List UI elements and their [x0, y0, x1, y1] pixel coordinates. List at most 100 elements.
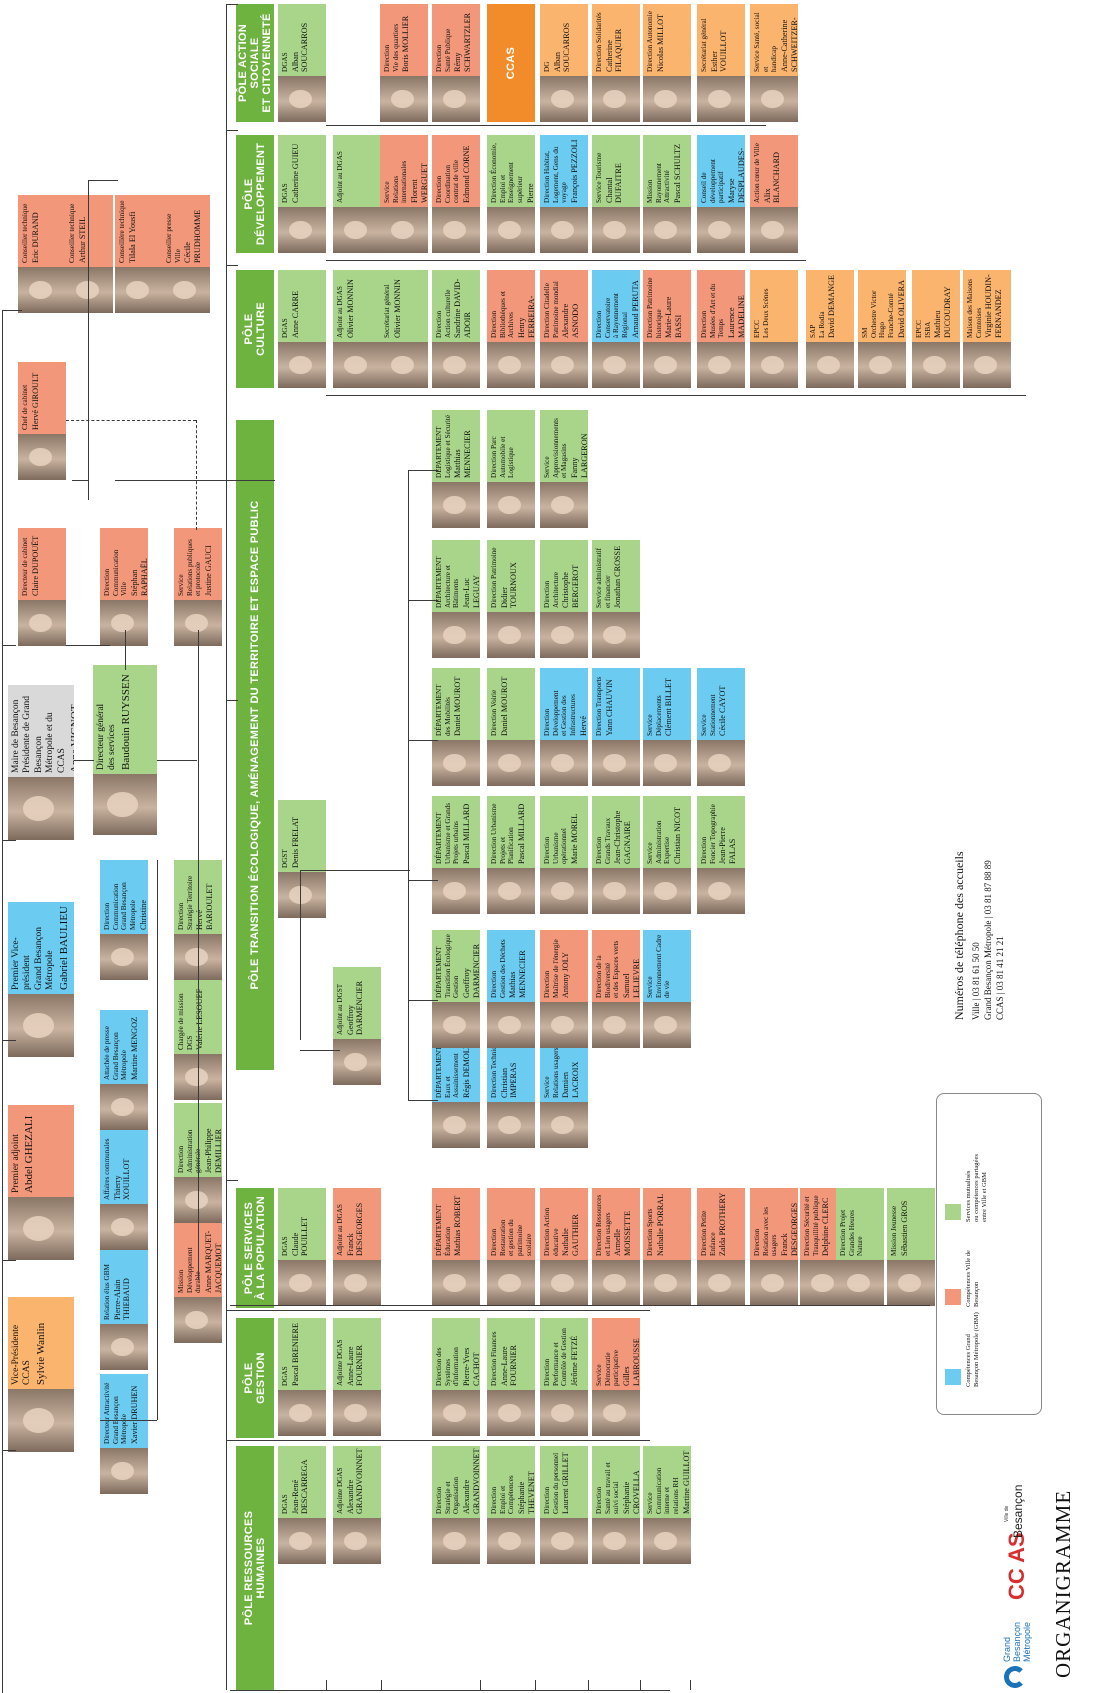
card-label: Maire de Besançon Présidente de Grand Be… [11, 695, 67, 773]
card-label: Direction Gestion des Déchets [490, 939, 507, 998]
card-label: Directeur de cabinet [21, 537, 29, 596]
portrait-photo [963, 342, 1011, 388]
portrait-photo [100, 1204, 148, 1250]
portrait-photo [65, 267, 113, 313]
card-label: DGAS [281, 183, 289, 203]
card-label: Service Communication interne et relatio… [646, 1467, 680, 1514]
portrait-photo [887, 1260, 935, 1306]
card-label: Direction Autonomie [646, 11, 654, 72]
card-person-name: Yann CHAUVIN [604, 679, 614, 736]
card-label: Direction Bibliothèques et Archives [490, 291, 516, 338]
card-label: Direction des Systèmes d'information [435, 1347, 461, 1386]
card-person-name: Jérôme FETZÉ [569, 1335, 579, 1386]
portrait-photo [100, 1084, 148, 1130]
card-person-name: Sandrine DAVID-ADOIR [453, 278, 473, 338]
portrait-photo [100, 600, 148, 646]
card-label: Direction Musées d'Art et du Temps [700, 283, 726, 338]
card-label: Secrétariat général [700, 18, 708, 72]
dashed-connector [66, 420, 196, 421]
card-label: Direction Santé au travail et suivi soci… [595, 1462, 621, 1514]
connector-line [2, 1260, 16, 1261]
card-label: Vice-Présidente CCAS [11, 1324, 33, 1385]
card-attpresse: Attachée de presse Grand Besançon Métrop… [100, 1010, 148, 1130]
card-person-name: Maryse DESPLAUDES-MEUDRE [726, 147, 745, 203]
card-label: DGAS [281, 1366, 289, 1386]
connector-line [100, 1420, 157, 1421]
connector-line [230, 1690, 670, 1691]
card-person-name: Mathieu DUCOUDRAY [933, 286, 953, 338]
connector-line [125, 630, 126, 670]
card-person-name: Nicolas MILLOT [655, 14, 665, 72]
connector-line [300, 870, 301, 1040]
card-sp_9: Direction Projet Grandes Heures Nature [836, 1188, 884, 1306]
pole-header-action_sociale: PÔLE ACTION SOCIALE ET CITOYENNETÉ [236, 4, 274, 122]
card-person-name: Alban SOUCARROS [552, 22, 572, 72]
portrait-photo [750, 1260, 798, 1306]
card-label: Direction Action culturelle [435, 289, 452, 339]
portrait-photo [540, 1518, 588, 1564]
card-tr_f2: Direction Parc Automobile et Logistique [487, 410, 535, 528]
connector-line [226, 130, 238, 131]
card-tr_b1: DÉPARTEMENT Transition Écologique Gestio… [432, 930, 480, 1048]
card-label: Direction Finances [490, 1331, 498, 1387]
card-person-name: Anne MARQUET-JACQUEMOT [203, 1230, 222, 1293]
pole-header-transition: PÔLE TRANSITION ÉCOLOGIQUE, AMÉNAGEMENT … [236, 420, 274, 1070]
portrait-photo [432, 1102, 480, 1148]
portrait-photo [643, 1002, 691, 1048]
card-person-name: Daniel MOUROT [453, 676, 463, 736]
card-person-name: Stéphan RAPHAËL [129, 558, 148, 596]
card-person-name: Edmond CORNE [461, 145, 471, 203]
card-person-name: Pierre DISTINGUIN [525, 183, 535, 203]
portrait-photo [174, 1297, 222, 1343]
portrait-photo [8, 1197, 74, 1260]
card-label: Adjointe DGAS [336, 1339, 344, 1386]
card-person-name: Alban SOUCARROS [290, 22, 310, 72]
card-label: Adjoint au DGAS [336, 1204, 344, 1256]
card-label: DÉPARTEMENT des Mobilités [435, 684, 452, 736]
portrait-photo [487, 482, 535, 528]
gbm-logo-line1: Grand [1002, 1636, 1012, 1662]
card-person-name: Cécile PRUDHOMME [183, 209, 203, 263]
card-person-name: Clément BILLET [664, 678, 674, 736]
card-person-name: Pascal SCHULTZ [672, 143, 682, 203]
card-person-name: Olivier MONNIN [345, 279, 355, 338]
card-person-name: Laurent GRILLET [561, 1452, 571, 1514]
legend-label: Compétences Ville de Besançon [965, 1250, 980, 1307]
portrait-photo [540, 342, 588, 388]
portrait-photo [18, 600, 66, 646]
card-person-name: Tilala El Yousfi [127, 211, 137, 263]
card-label: Direction de la Biodiversité et des Espa… [595, 940, 621, 998]
card-relpub: Service Relations publiques et protocole… [174, 528, 222, 646]
pole-title: PÔLE DÉVELOPPEMENT [242, 142, 267, 246]
card-label: Direction Transports [595, 676, 603, 736]
connector-line [2, 1450, 16, 1451]
connector-line [2, 1040, 16, 1041]
portrait-photo [912, 342, 960, 388]
card-label: DG [543, 61, 551, 72]
card-person-name: François PEZZOLI [569, 139, 579, 203]
portrait-photo [432, 1390, 480, 1436]
phones-ville: Ville | 03 81 61 50 50 [971, 942, 981, 1020]
card-person-name: Boris MOLLIER [401, 15, 411, 72]
card-label: Adjointe DGAS [336, 1467, 344, 1514]
connector-line [66, 645, 110, 646]
card-label: Mission Rayonnement Attractivité [646, 163, 672, 203]
